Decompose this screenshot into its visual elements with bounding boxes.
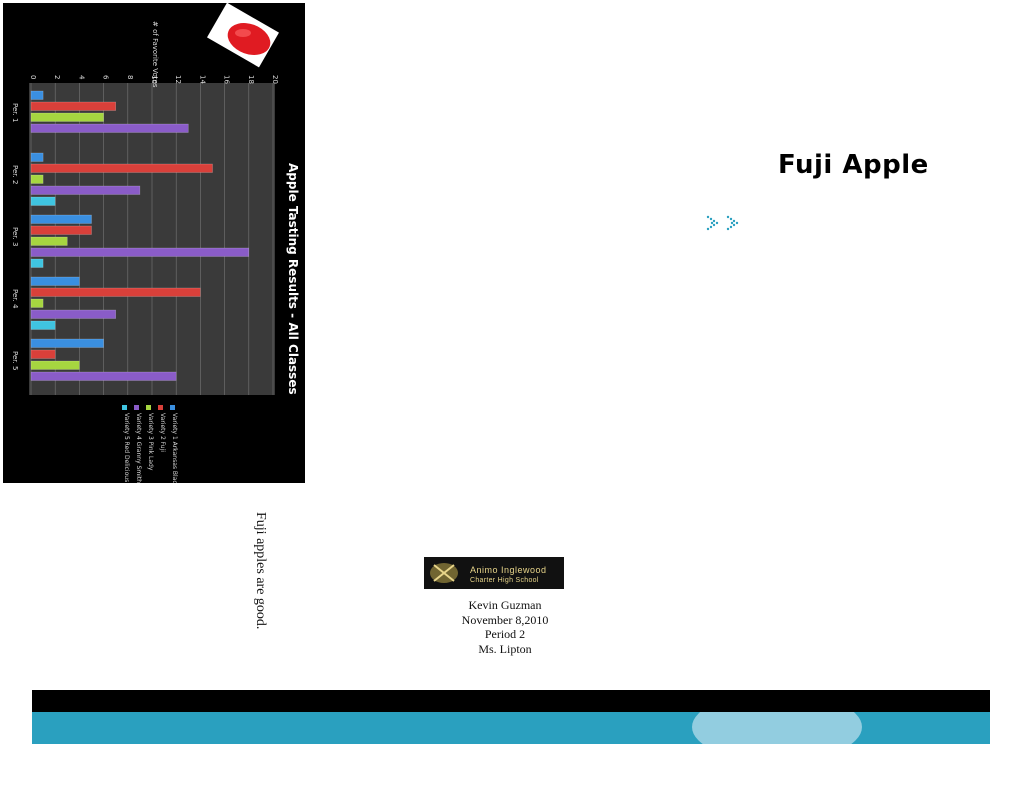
bar: [30, 90, 44, 100]
chart-title: Apple Tasting Results - All Classes: [286, 163, 300, 395]
y-tick-label: 8: [126, 75, 134, 79]
legend-label: Variety 4 Granny Smith: [135, 413, 142, 483]
bar: [30, 276, 80, 286]
legend-label: Variety 1 Arkansas Black: [171, 413, 178, 483]
bar: [30, 349, 56, 359]
y-tick-label: 6: [102, 75, 110, 80]
bar: [30, 309, 116, 319]
x-tick-label: Per. 4: [11, 289, 19, 309]
bar: [30, 247, 250, 257]
bar: [30, 196, 56, 206]
footer-blue-band: [32, 712, 990, 744]
bar: [30, 174, 44, 184]
x-tick-label: Per. 2: [11, 165, 19, 184]
school-crest-icon: [430, 563, 458, 583]
y-tick-label: 18: [247, 75, 255, 84]
legend-swatch: [158, 405, 163, 410]
x-tick-label: Per. 5: [11, 351, 19, 370]
y-tick-label: 10: [150, 75, 158, 84]
bar: [30, 320, 56, 330]
bar: [30, 360, 80, 370]
legend-swatch: [134, 405, 139, 410]
y-tick-label: 14: [198, 75, 206, 84]
y-tick-label: 12: [174, 75, 182, 84]
period-text: Period 2: [484, 627, 526, 641]
legend-label: Variety 5 Red Delicious: [123, 413, 130, 482]
author-info: Kevin Guzman November 8,2010 Period 2 Ms…: [405, 598, 605, 656]
side-note-text: Fuji apples are good.: [253, 512, 268, 630]
school-logo: [424, 557, 564, 589]
date-text: November 8,2010: [461, 612, 549, 627]
y-tick-label: 4: [77, 75, 85, 80]
y-tick-label: 20: [271, 75, 279, 84]
bar: [30, 338, 104, 348]
bar: [30, 163, 213, 173]
bar: [30, 236, 68, 246]
school-subtitle: Charter High School: [470, 577, 539, 584]
legend-swatch: [170, 405, 175, 410]
school-name: Animo Inglewood: [470, 565, 547, 575]
y-tick-label: 0: [29, 75, 37, 79]
y-tick-label: 16: [223, 75, 231, 84]
legend-label: Variety 2 Fuji: [159, 413, 166, 452]
bar: [30, 123, 189, 133]
legend-label: Variety 3 Pink Lady: [147, 413, 154, 471]
bar: [30, 287, 201, 297]
bar: [30, 185, 141, 195]
bar: [30, 112, 104, 122]
teacher-name: Ms. Lipton: [478, 641, 532, 656]
bar: [30, 152, 44, 162]
bar: [30, 225, 92, 235]
double-chevron-right-icon: [706, 215, 739, 231]
bar: [30, 371, 177, 381]
legend-swatch: [146, 405, 151, 410]
y-tick-label: 2: [53, 75, 61, 79]
x-tick-label: Per. 3: [11, 227, 19, 246]
footer-black-band: [32, 690, 990, 712]
author-name: Kevin Guzman: [468, 598, 542, 612]
y-axis-label: # of Favorite Votes: [151, 21, 159, 88]
apple-tasting-chart: 0 2 4 6 8 10 12 14 16 18 20 Per. 1 Per. 2 Per. 3 Per.…: [3, 3, 305, 483]
legend-swatch: [122, 405, 127, 410]
footer-arc: [692, 712, 862, 744]
bar: [30, 101, 116, 111]
page-title: Fuji Apple: [778, 150, 929, 180]
bar: [30, 298, 44, 308]
apple-image: [207, 3, 279, 68]
x-tick-label: Per. 1: [11, 103, 19, 122]
bar: [30, 214, 92, 224]
bar: [30, 258, 44, 268]
